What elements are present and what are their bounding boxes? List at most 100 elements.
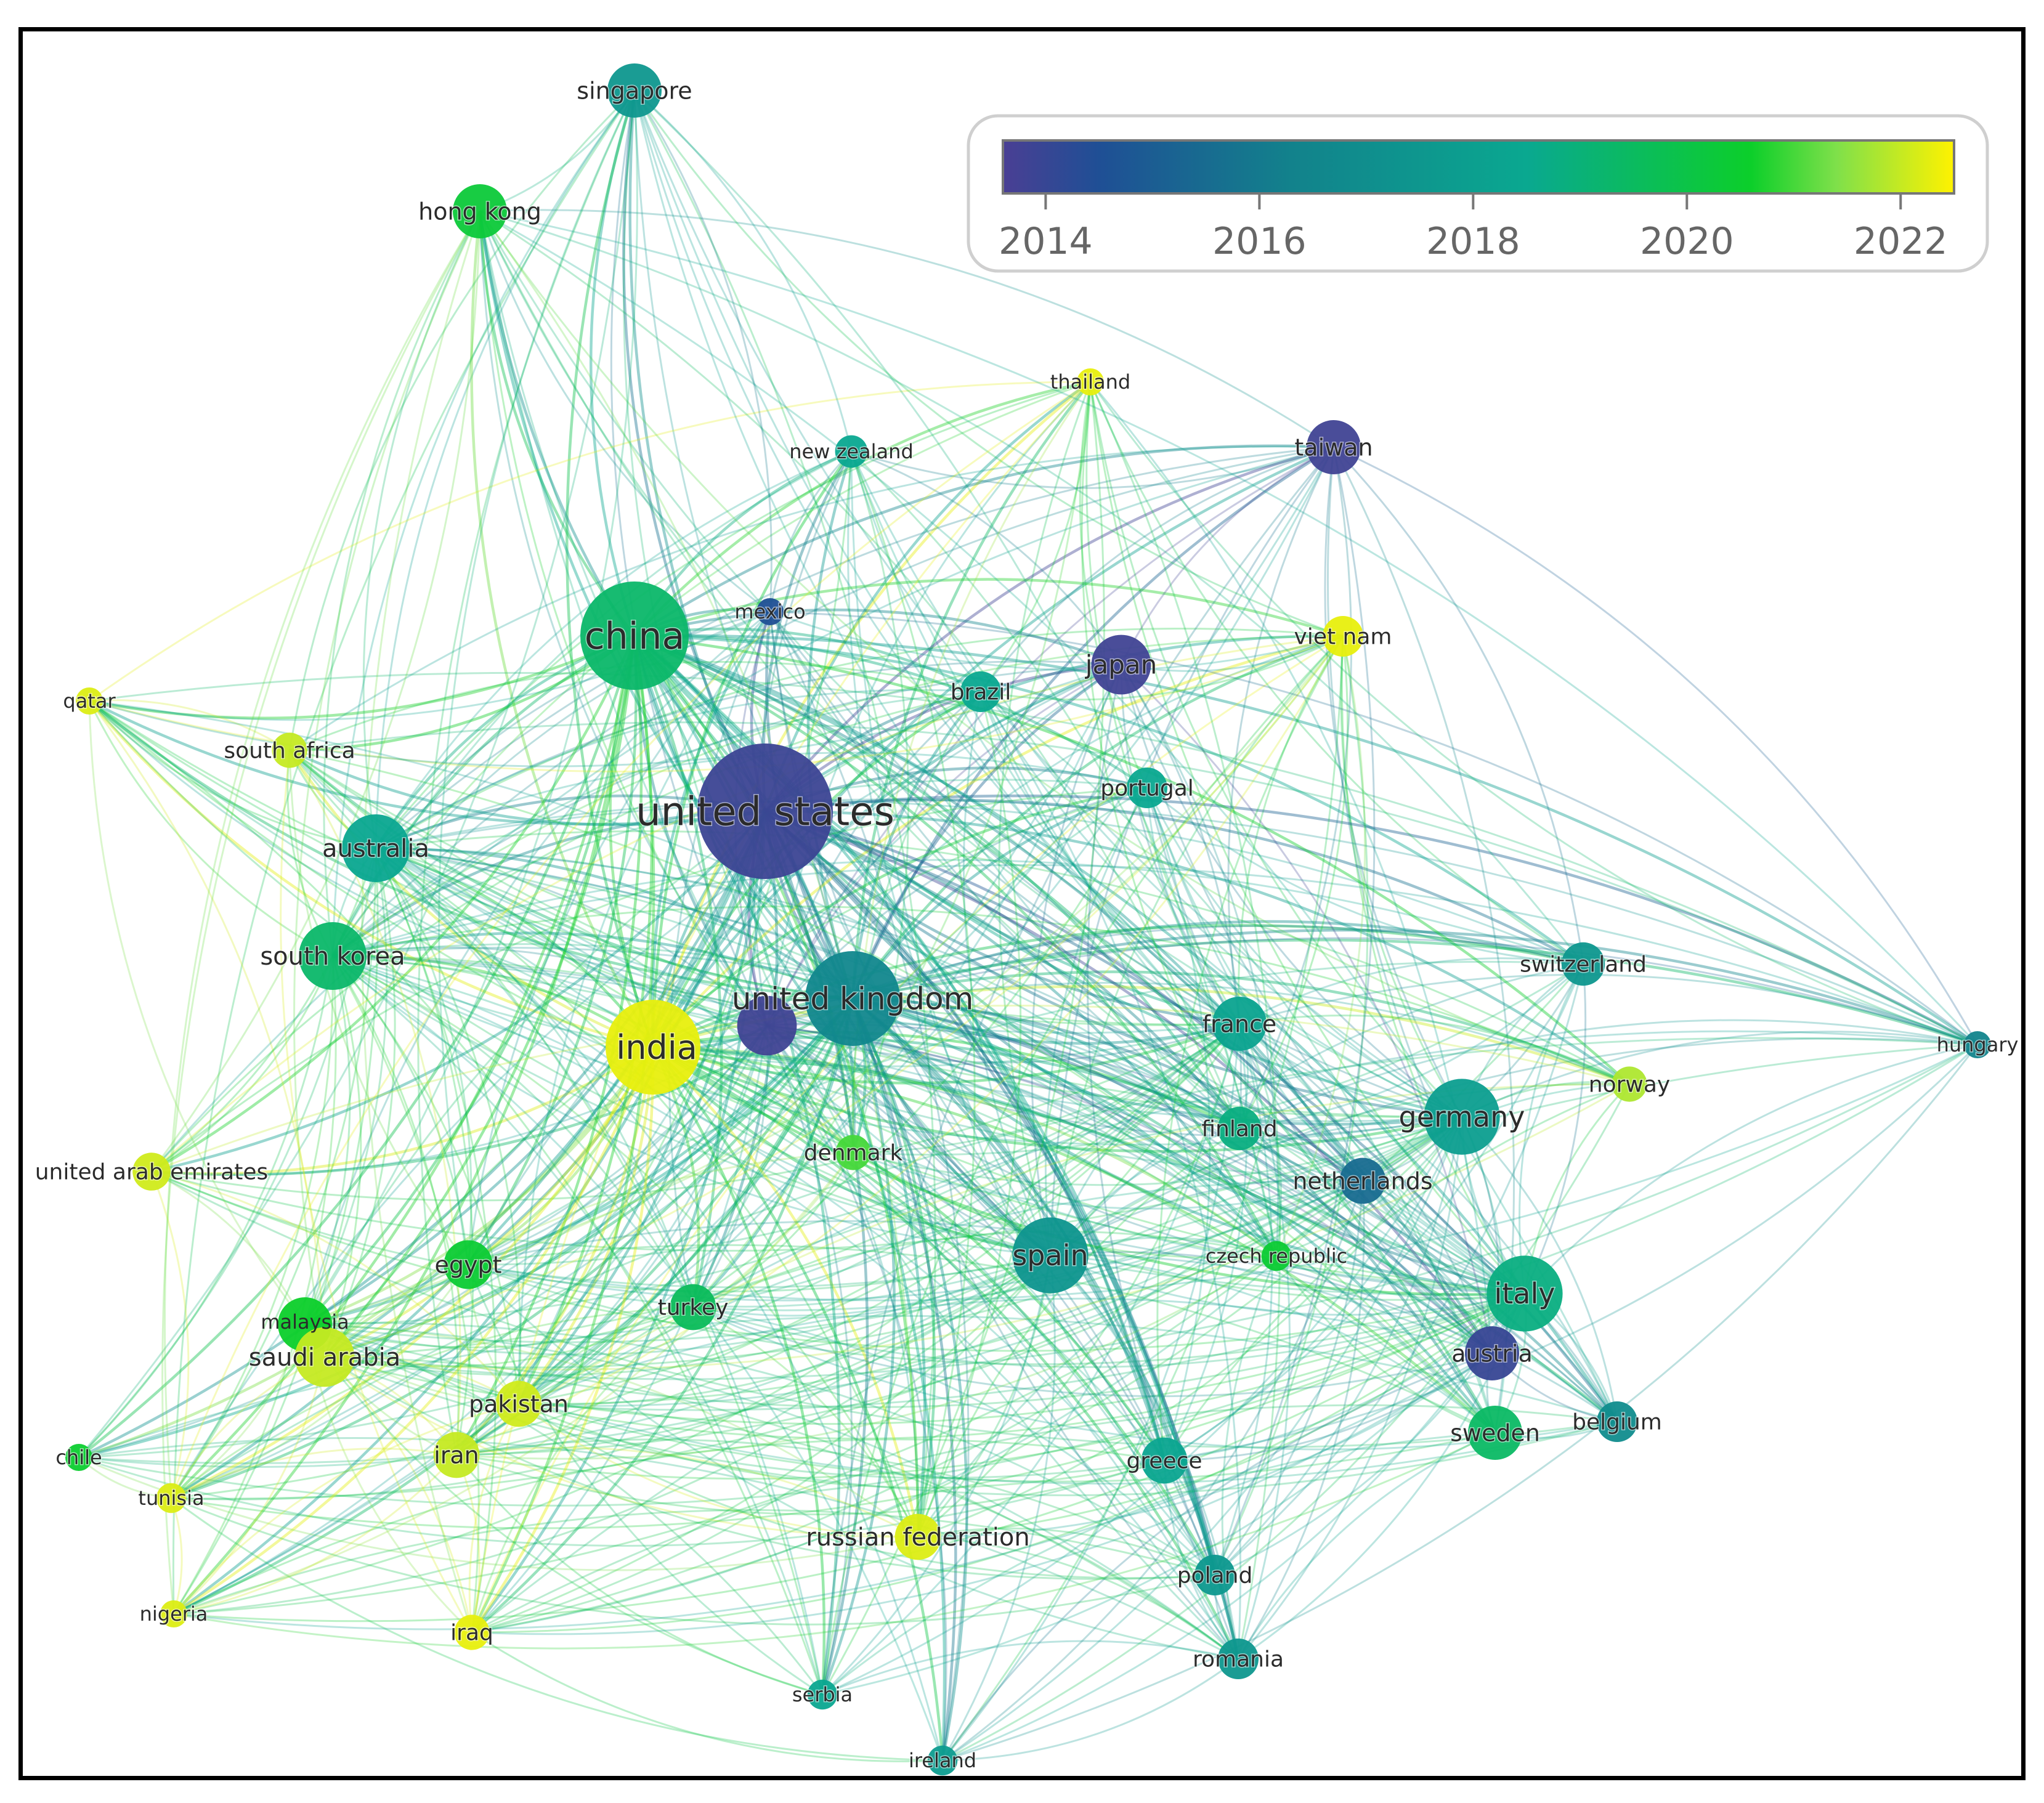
node-saudi-arabia[interactable]	[294, 1327, 355, 1387]
node-india[interactable]	[606, 1000, 700, 1095]
node-russian-federation[interactable]	[894, 1513, 941, 1560]
node-romania[interactable]	[1218, 1639, 1259, 1679]
edge-saudi-arabia-serbia	[323, 1356, 823, 1696]
node-portugal[interactable]	[1127, 768, 1167, 808]
edge-germany-spain	[1050, 1116, 1462, 1257]
node-pakistan[interactable]	[495, 1380, 542, 1427]
edge-greece-india	[652, 1045, 1166, 1462]
edge-saudi-arabia-unlabeled-node	[324, 1025, 768, 1358]
node-tunisia[interactable]	[156, 1483, 187, 1513]
node-netherlands[interactable]	[1339, 1157, 1386, 1204]
edge-iran-united-states	[455, 811, 767, 1456]
node-united-kingdom[interactable]	[805, 951, 900, 1046]
node-ireland[interactable]	[927, 1745, 958, 1776]
node-unlabeled-node[interactable]	[737, 995, 797, 1056]
edge-chile-germany	[78, 1116, 1462, 1464]
edge-romania-germany	[1237, 1116, 1463, 1659]
node-japan[interactable]	[1091, 634, 1151, 695]
node-czech-republic[interactable]	[1261, 1241, 1292, 1271]
node-norway[interactable]	[1612, 1066, 1647, 1102]
edge-taiwan-serbia	[821, 447, 1335, 1695]
node-viet-nam[interactable]	[1323, 616, 1363, 657]
node-hong-kong[interactable]	[453, 184, 507, 238]
node-germany[interactable]	[1424, 1079, 1500, 1155]
node-thailand[interactable]	[1077, 368, 1104, 395]
node-italy[interactable]	[1486, 1255, 1563, 1332]
node-sweden[interactable]	[1468, 1406, 1522, 1460]
node-turkey[interactable]	[670, 1284, 716, 1331]
edge-saudi-arabia-united-kingdom	[324, 997, 854, 1359]
edge-malaysia-singapore	[304, 90, 638, 1325]
edge-sweden-united-kingdom	[852, 997, 1496, 1434]
edge-switzerland-italy	[1519, 963, 1584, 1294]
edge-unlabeled-node-south-korea	[332, 946, 768, 1027]
edge-china-spain	[633, 635, 1052, 1257]
edge-hungary-australia	[375, 798, 1978, 1046]
node-nigeria[interactable]	[160, 1600, 187, 1627]
edge-portugal-austria	[1146, 787, 1493, 1355]
node-south-korea[interactable]	[299, 922, 367, 990]
node-belgium[interactable]	[1597, 1401, 1637, 1442]
edge-qatar-united-kingdom	[88, 700, 853, 1000]
node-label-russian-federation: russian federation	[806, 1523, 1029, 1552]
node-finland[interactable]	[1217, 1106, 1262, 1151]
edge-czech-republic-france	[1238, 1023, 1283, 1257]
node-label-spain: spain	[1012, 1239, 1088, 1272]
edge-romania-chile	[78, 1437, 1239, 1660]
edge-malaysia-united-states	[304, 811, 767, 1326]
node-egypt[interactable]	[444, 1240, 493, 1289]
node-poland[interactable]	[1194, 1555, 1235, 1595]
edge-belgium-chile	[78, 1315, 1618, 1459]
edge-qatar-australia	[88, 700, 376, 849]
node-france[interactable]	[1212, 997, 1267, 1051]
edge-south-africa-italy	[289, 749, 1525, 1295]
edge-nigeria-austria	[173, 1352, 1493, 1631]
edge-tunisia-taiwan	[171, 447, 1335, 1499]
node-serbia[interactable]	[807, 1679, 838, 1710]
edge-portugal-india	[652, 786, 1148, 1048]
node-austria[interactable]	[1465, 1326, 1519, 1380]
edge-finland-taiwan	[1238, 447, 1352, 1129]
node-chile[interactable]	[65, 1444, 92, 1471]
edge-czech-republic-china	[634, 634, 1278, 1257]
edge-turkey-thailand	[692, 381, 1092, 1308]
edge-china-germany	[633, 634, 1462, 1119]
node-taiwan[interactable]	[1307, 420, 1361, 474]
node-new-zealand[interactable]	[835, 435, 868, 468]
edge-south-korea-germany	[332, 955, 1462, 1146]
edge-unlabeled-node-italy	[766, 1024, 1525, 1295]
edge-new-zealand-spain	[847, 451, 1052, 1256]
edge-united-arab-emirates-italy	[151, 1170, 1525, 1352]
edge-hong-kong-nigeria	[161, 211, 481, 1615]
node-australia[interactable]	[342, 814, 410, 882]
edge-united-arab-emirates-south-korea	[151, 955, 334, 1173]
edge-norway-australia	[375, 830, 1630, 1085]
node-china[interactable]	[580, 581, 689, 690]
edge-new-zealand-mexico	[769, 450, 853, 612]
edge-south-korea-spain	[332, 955, 1051, 1257]
node-greece[interactable]	[1141, 1437, 1188, 1484]
node-brazil[interactable]	[960, 671, 1001, 712]
node-iraq[interactable]	[454, 1615, 490, 1650]
node-iran[interactable]	[433, 1432, 480, 1478]
edge-iran-serbia	[455, 1454, 823, 1696]
edge-romania-united-kingdom	[851, 997, 1240, 1659]
edge-turkey-china	[633, 635, 723, 1308]
node-spain[interactable]	[1012, 1217, 1089, 1294]
node-south-africa[interactable]	[272, 732, 307, 768]
node-united-arab-emirates[interactable]	[132, 1153, 171, 1191]
edge-united-kingdom-south-korea	[332, 931, 853, 1000]
edge-greece-portugal	[1146, 787, 1211, 1461]
edge-brazil-south-korea	[332, 691, 981, 957]
node-hungary[interactable]	[1964, 1031, 1991, 1058]
edge-austria-india	[652, 1045, 1493, 1355]
edge-pakistan-unlabeled-node	[518, 1025, 768, 1405]
node-united-states[interactable]	[697, 743, 833, 879]
node-mexico[interactable]	[756, 598, 784, 625]
node-switzerland[interactable]	[1561, 942, 1605, 986]
edge-hungary-taiwan	[1333, 446, 1979, 1045]
node-qatar[interactable]	[76, 687, 103, 715]
node-denmark[interactable]	[835, 1135, 871, 1170]
node-singapore[interactable]	[607, 63, 662, 118]
